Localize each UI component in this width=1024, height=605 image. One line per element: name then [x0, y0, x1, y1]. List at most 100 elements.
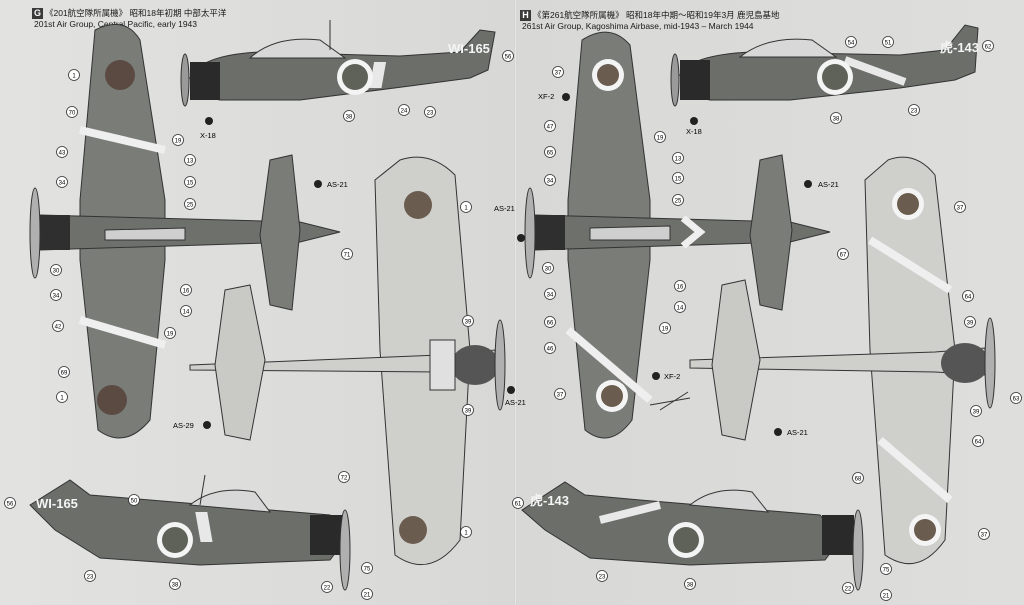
callout: 1 — [60, 396, 64, 402]
callout: 72 — [341, 476, 348, 482]
callout: 62 — [985, 45, 992, 51]
callout: 68 — [855, 477, 862, 483]
callout: 38 — [687, 583, 694, 589]
callout: 54 — [848, 41, 855, 47]
callout: 19 — [175, 139, 182, 145]
callout: 15 — [187, 181, 194, 187]
callout: 22 — [845, 587, 852, 593]
g-planform — [29, 23, 341, 439]
callout: 39 — [465, 409, 472, 415]
callout: 19 — [167, 332, 174, 338]
callout: 16 — [183, 289, 190, 295]
callout: 16 — [677, 285, 684, 291]
callout-text: XF-2 — [538, 92, 554, 101]
callout: 30 — [53, 269, 60, 275]
badge-g: G — [32, 8, 43, 19]
callout: 23 — [87, 575, 94, 581]
callout: 13 — [187, 159, 194, 165]
callout: 39 — [973, 410, 980, 416]
callout: 56 — [505, 55, 512, 61]
callout: 71 — [344, 253, 351, 259]
title-h-en: 261st Air Group, Kagoshima Airbase, mid-… — [522, 21, 754, 31]
h-tail-code-top: 虎-143 — [940, 40, 979, 55]
h-tail-code-bottom: 虎-143 — [530, 493, 569, 508]
g-underside — [189, 156, 506, 566]
callout: 51 — [885, 41, 892, 47]
callout: 21 — [883, 594, 890, 600]
h-planform — [524, 31, 831, 439]
callout-text: AS-21 — [787, 428, 808, 437]
callout: 56 — [7, 502, 14, 508]
callout: 14 — [677, 306, 684, 312]
g-callouts: 1 70 19 43 13 34 15 25 30 34 16 14 42 19… — [4, 50, 526, 600]
header-h: H《第261航空隊所属機》 昭和18年中期〜昭和19年3月 鹿児島基地 261s… — [520, 10, 780, 32]
callout: 21 — [364, 593, 371, 599]
callout: 66 — [547, 321, 554, 327]
callout: 47 — [547, 125, 554, 131]
callout: 43 — [59, 151, 66, 157]
callout: 39 — [967, 321, 974, 327]
callout: 19 — [657, 136, 664, 142]
callout-text: X-18 — [200, 131, 216, 140]
callout: 39 — [465, 320, 472, 326]
callout: 38 — [833, 117, 840, 123]
callout: 14 — [183, 310, 190, 316]
center-fold — [514, 0, 517, 605]
callout: 22 — [324, 586, 331, 592]
callout: 37 — [555, 71, 562, 77]
h-callouts: 37 XF-2 47 65 34 30 34 66 46 37 19 13 15… — [494, 36, 1022, 601]
callout: 65 — [547, 151, 554, 157]
g-side-top: WI-165 — [180, 20, 496, 107]
callout: 24 — [401, 109, 408, 115]
callout: 15 — [675, 177, 682, 183]
callout: 69 — [61, 371, 68, 377]
callout: 34 — [59, 181, 66, 187]
g-tail-code-bottom: WI-165 — [36, 496, 78, 511]
callout-text: AS-21 — [505, 398, 526, 407]
callout: 75 — [883, 568, 890, 574]
callout: 23 — [911, 109, 918, 115]
callout: 63 — [1013, 397, 1020, 403]
callout: 64 — [965, 295, 972, 301]
callout: 37 — [981, 533, 988, 539]
callout-text: AS-21 — [494, 204, 515, 213]
title-h-jp: 《第261航空隊所属機》 昭和18年中期〜昭和19年3月 鹿児島基地 — [533, 10, 780, 20]
callout: 75 — [364, 567, 371, 573]
title-g-jp: 《201航空隊所属機》 昭和18年初期 中部太平洋 — [45, 8, 227, 18]
callout-text: AS-29 — [173, 421, 194, 430]
callout: 46 — [547, 347, 554, 353]
callout: 34 — [53, 294, 60, 300]
callout: 34 — [547, 179, 554, 185]
callout: 23 — [427, 111, 434, 117]
callout: 64 — [975, 440, 982, 446]
callout-text: AS-21 — [818, 180, 839, 189]
callout: 25 — [675, 199, 682, 205]
callout: 38 — [346, 115, 353, 121]
callout-text: AS-21 — [327, 180, 348, 189]
callout-text: XF-2 — [664, 372, 680, 381]
h-underside — [689, 156, 996, 565]
h-side-top: 虎-143 — [670, 24, 979, 107]
callout: 50 — [131, 499, 138, 505]
g-side-bottom: WI-165 — [29, 474, 351, 591]
callout: 1 — [464, 531, 468, 537]
h-antenna-sketch — [649, 391, 691, 411]
badge-h: H — [520, 10, 531, 21]
callout-text: X-18 — [686, 127, 702, 136]
callout: 37 — [957, 206, 964, 212]
g-tail-code-top: WI-165 — [448, 41, 490, 56]
callout: 1 — [72, 74, 76, 80]
callout: 1 — [464, 206, 468, 212]
callout: 70 — [69, 111, 76, 117]
callout: 25 — [187, 203, 194, 209]
callout: 23 — [599, 575, 606, 581]
callout: 34 — [547, 293, 554, 299]
callout: 13 — [675, 157, 682, 163]
callout: 30 — [545, 267, 552, 273]
callout: 38 — [172, 583, 179, 589]
callout: 19 — [662, 327, 669, 333]
callout: 37 — [557, 393, 564, 399]
callout: 61 — [515, 502, 522, 508]
